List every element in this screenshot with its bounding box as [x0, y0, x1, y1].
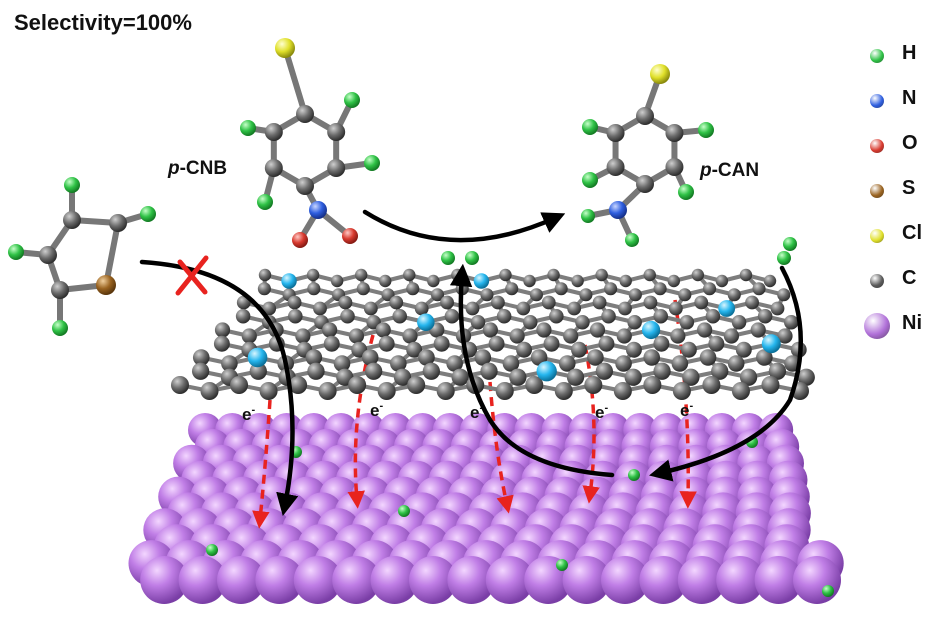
product-prefix: p: [700, 160, 712, 181]
legend-swatch: [864, 313, 890, 339]
legend-label: C: [902, 267, 917, 289]
legend-label: S: [902, 177, 916, 199]
legend-swatch: [870, 94, 884, 108]
legend-swatch: [870, 229, 884, 243]
legend-item-o: O: [840, 130, 945, 175]
legend-label: O: [902, 132, 918, 154]
product-label: p-CAN: [700, 160, 759, 182]
blocked-mark: [175, 255, 209, 296]
element-legend: H N O S Cl C Ni: [840, 40, 945, 355]
legend-item-n: N: [840, 85, 945, 130]
cnb-to-can-arrow: [362, 209, 566, 243]
svg-text:e-: e-: [680, 400, 693, 420]
legend-item-s: S: [840, 175, 945, 220]
legend-swatch: [870, 184, 884, 198]
legend-swatch: [870, 139, 884, 153]
reactant-prefix: p: [168, 158, 180, 179]
blocked-thiophene-arrow: [139, 259, 299, 517]
legend-item-ni: Ni: [840, 310, 945, 355]
svg-text:e-: e-: [370, 400, 383, 420]
legend-item-h: H: [840, 40, 945, 85]
svg-text:e-: e-: [242, 404, 255, 424]
h-spillover-arrow: [449, 263, 615, 478]
legend-label: Cl: [902, 222, 922, 244]
legend-label: Ni: [902, 312, 922, 334]
h2-dissociation-arrow: [649, 265, 804, 482]
product-name: -CAN: [711, 160, 760, 181]
nickel-slab: [128, 413, 844, 604]
reactant-label: p-CNB: [168, 158, 227, 180]
legend-label: H: [902, 42, 917, 64]
selectivity-title: Selectivity=100%: [14, 10, 192, 35]
legend-swatch: [870, 49, 884, 63]
reactant-name: -CNB: [179, 158, 228, 179]
legend-swatch: [870, 274, 884, 288]
legend-item-c: C: [840, 265, 945, 310]
legend-label: N: [902, 87, 917, 109]
legend-item-cl: Cl: [840, 220, 945, 265]
n-doped-graphene-sheet: [171, 251, 815, 400]
reaction-arrows: [139, 209, 804, 517]
svg-text:e-: e-: [595, 402, 608, 422]
